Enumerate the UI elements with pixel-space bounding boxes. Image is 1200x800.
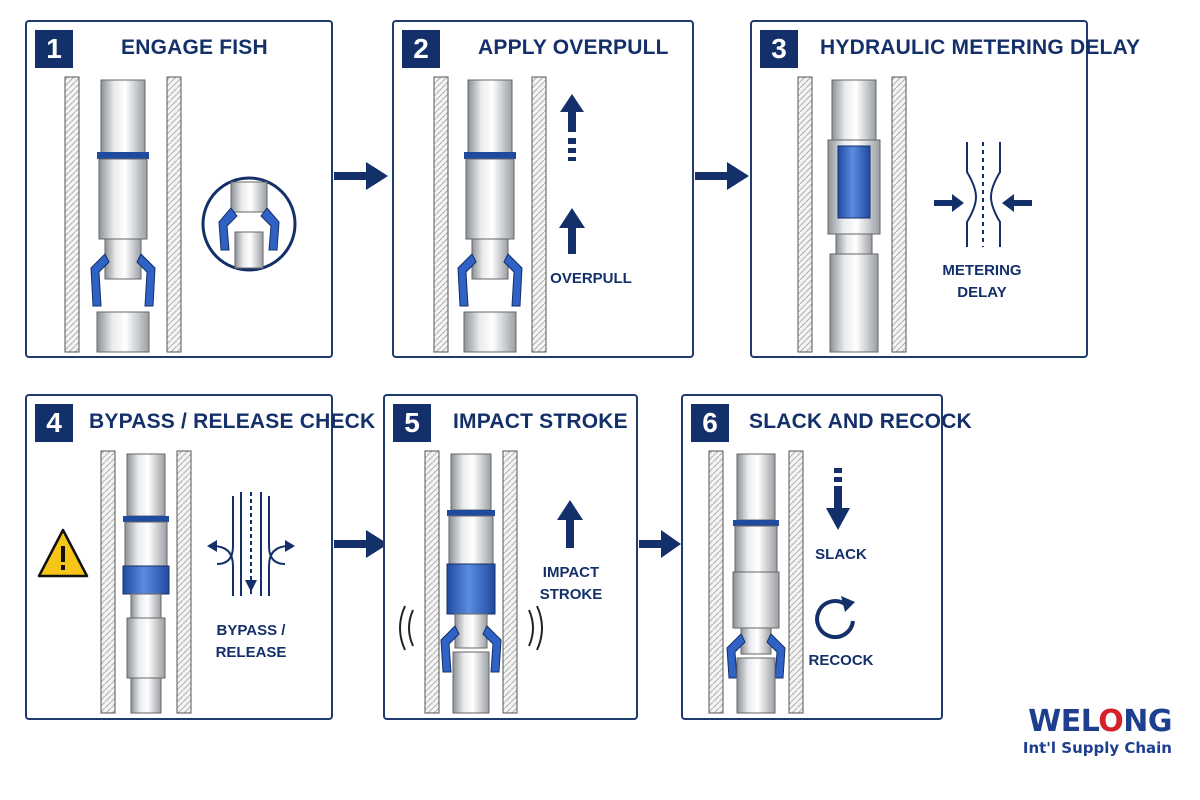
brand-tagline: Int'l Supply Chain xyxy=(1022,739,1172,757)
step-5-caption-line1: IMPACT xyxy=(542,564,600,581)
step-4-panel: 4 BYPASS / RELEASE CHECK BYPASS / RELEAS… xyxy=(25,394,375,720)
step-2-title: APPLY OVERPULL xyxy=(478,36,669,59)
step-3-illustration xyxy=(797,76,1032,353)
step-1-number: 1 xyxy=(35,30,73,68)
flow-arrow-icon xyxy=(334,162,388,190)
step-5-caption-line2: STROKE xyxy=(539,586,603,603)
step-5-panel: 5 IMPACT STROKE IMPACT STROKE xyxy=(383,394,638,720)
step-3-panel: 3 HYDRAULIC METERING DELAY METERING DELA… xyxy=(750,20,1140,358)
step-1-title: ENGAGE FISH xyxy=(121,36,268,59)
step-2-number: 2 xyxy=(402,30,440,68)
step-6-caption-slack: SLACK xyxy=(815,546,867,563)
step-5-number: 5 xyxy=(393,404,431,442)
flow-arrow-icon xyxy=(639,530,681,558)
step-4-illustration xyxy=(37,450,295,714)
step-2-illustration xyxy=(433,76,585,353)
up-arrow-icon xyxy=(560,94,584,161)
step-3-caption-line2: DELAY xyxy=(957,284,1007,301)
step-6-title: SLACK AND RECOCK xyxy=(749,410,972,433)
step-5-title: IMPACT STROKE xyxy=(453,410,628,433)
brand-wordmark: WELONG xyxy=(1023,706,1172,738)
step-3-title: HYDRAULIC METERING DELAY xyxy=(820,36,1141,59)
step-4-caption-line1: BYPASS / xyxy=(216,622,286,639)
up-arrow-icon xyxy=(557,500,583,548)
step-6-caption-recock: RECOCK xyxy=(808,652,874,669)
step-6-illustration xyxy=(708,450,855,714)
step-1-illustration xyxy=(64,76,297,353)
step-1-panel: 1 ENGAGE FISH xyxy=(25,20,333,358)
up-arrow-icon xyxy=(559,208,585,254)
step-4-caption-line2: RELEASE xyxy=(215,644,287,661)
step-3-number: 3 xyxy=(760,30,798,68)
step-2-caption: OVERPULL xyxy=(550,270,632,287)
step-4-number: 4 xyxy=(35,404,73,442)
step-5-illustration xyxy=(399,450,583,714)
brand-part2: NG xyxy=(1123,704,1172,739)
step-6-panel: 6 SLACK AND RECOCK SLACK RECOCK xyxy=(681,394,972,720)
flow-arrow-icon xyxy=(695,162,749,190)
warning-icon xyxy=(37,528,89,578)
flow-arrow-icon xyxy=(334,530,388,558)
brand-o: O xyxy=(1098,704,1124,739)
step-6-number: 6 xyxy=(691,404,729,442)
recock-circular-arrow-icon xyxy=(815,596,855,639)
down-arrow-icon xyxy=(826,468,850,530)
step-2-panel: 2 APPLY OVERPULL OVERPULL xyxy=(392,20,694,358)
step-3-caption-line1: METERING xyxy=(942,262,1022,279)
brand-part1: WEL xyxy=(1028,704,1099,739)
brand-logo: WELONG Int'l Supply Chain xyxy=(1022,706,1173,758)
step-4-title: BYPASS / RELEASE CHECK xyxy=(89,410,376,433)
